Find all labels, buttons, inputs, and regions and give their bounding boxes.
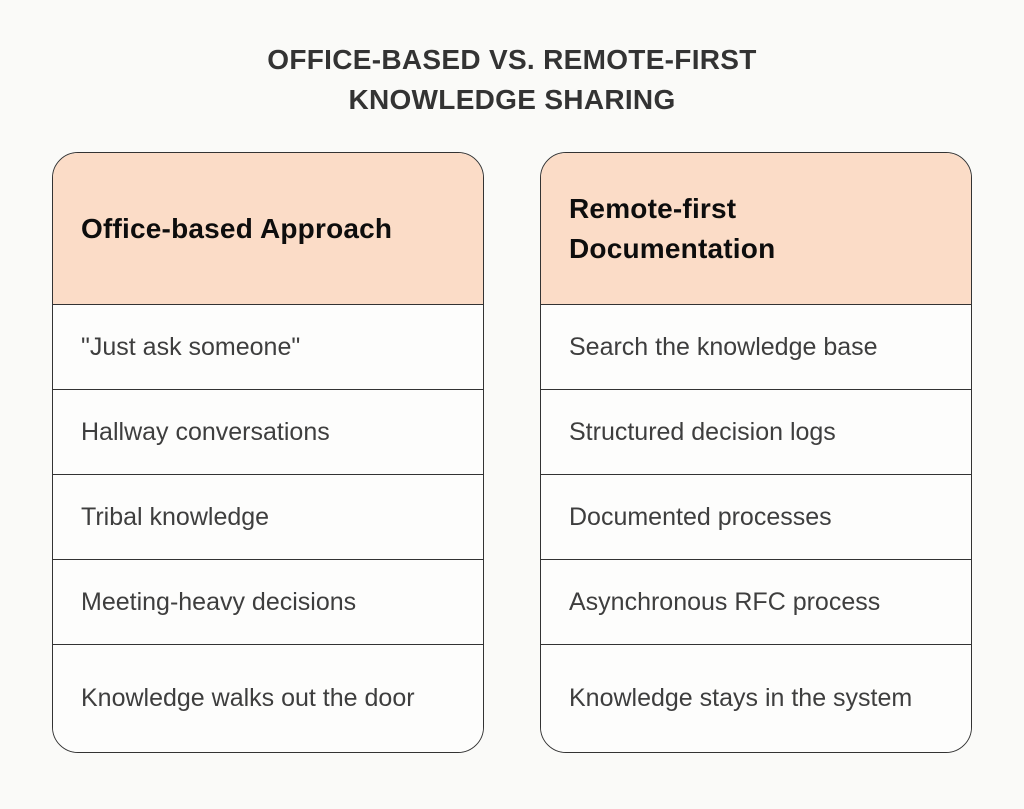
office-row-walks-out: Knowledge walks out the door: [53, 645, 483, 752]
office-row-meetings-label: Meeting-heavy decisions: [81, 587, 357, 616]
office-row-hallway-label: Hallway conversations: [81, 417, 330, 446]
remote-row-decision-logs-label: Structured decision logs: [569, 417, 836, 446]
remote-row-rfc: Asynchronous RFC process: [541, 560, 971, 645]
remote-row-rfc-label: Asynchronous RFC process: [569, 587, 881, 616]
office-row-tribal-label: Tribal knowledge: [81, 502, 270, 531]
card-office-based: Office-based Approach "Just ask someone"…: [52, 152, 484, 753]
page-title-line-1: OFFICE-BASED VS. REMOTE-FIRST: [267, 44, 757, 75]
remote-row-search-label: Search the knowledge base: [569, 332, 878, 361]
comparison-cards: Office-based Approach "Just ask someone"…: [0, 152, 1024, 753]
remote-row-processes: Documented processes: [541, 475, 971, 560]
office-row-tribal: Tribal knowledge: [53, 475, 483, 560]
office-row-walks-out-label: Knowledge walks out the door: [81, 684, 415, 713]
office-row-hallway: Hallway conversations: [53, 390, 483, 475]
remote-row-decision-logs: Structured decision logs: [541, 390, 971, 475]
card-remote-first: Remote-first Documentation Search the kn…: [540, 152, 972, 753]
remote-row-stays-in-system: Knowledge stays in the system: [541, 645, 971, 752]
page-title: OFFICE-BASED VS. REMOTE-FIRST KNOWLEDGE …: [0, 40, 1024, 120]
remote-row-processes-label: Documented processes: [569, 502, 832, 531]
remote-row-stays-in-system-label: Knowledge stays in the system: [569, 684, 913, 713]
card-header-office-based: Office-based Approach: [53, 153, 483, 305]
remote-row-search: Search the knowledge base: [541, 305, 971, 390]
office-row-just-ask-label: "Just ask someone": [81, 332, 301, 361]
page-title-line-2: KNOWLEDGE SHARING: [348, 84, 676, 115]
office-row-just-ask: "Just ask someone": [53, 305, 483, 390]
card-header-remote-first: Remote-first Documentation: [541, 153, 971, 305]
office-row-meetings: Meeting-heavy decisions: [53, 560, 483, 645]
